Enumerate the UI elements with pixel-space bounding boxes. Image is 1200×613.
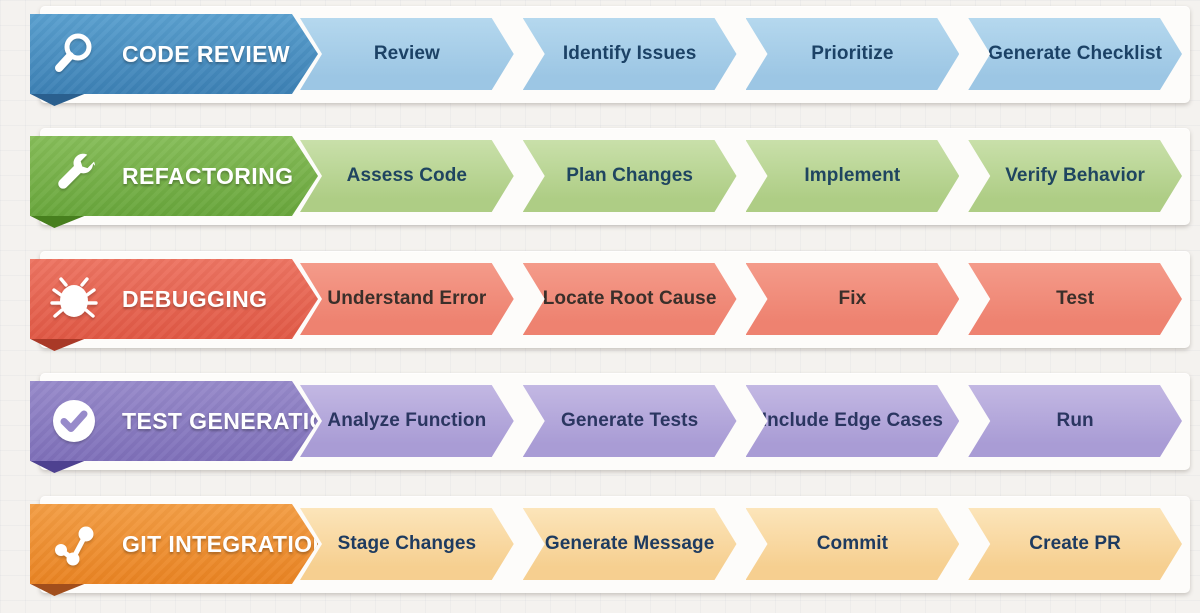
step-chevron: Review [300, 18, 514, 90]
category-label: GIT INTEGRATION [122, 530, 330, 557]
category-icon-box [50, 397, 98, 445]
step-chevron: Generate Tests [523, 385, 737, 457]
category-ribbon: DEBUGGING [30, 259, 318, 339]
magnifier-icon [50, 30, 98, 78]
step-label: Understand Error [327, 288, 487, 309]
step-label: Prioritize [811, 43, 894, 64]
step-chevron: Generate Checklist [968, 18, 1182, 90]
step-chevron: Locate Root Cause [523, 263, 737, 335]
step-chevron: Create PR [968, 508, 1182, 580]
steps-track: Review Identify Issues Prioritize Generate … [300, 18, 1182, 90]
step-chevron: Test [968, 263, 1182, 335]
step-label: Implement [804, 165, 901, 186]
step-chevron: Run [968, 385, 1182, 457]
step-label: Generate Message [544, 533, 715, 554]
category-label: REFACTORING [122, 162, 294, 189]
workflow-row-debugging: DEBUGGING Understand Error Locate Root Ca… [30, 251, 1190, 351]
step-chevron: Include Edge Cases [746, 385, 960, 457]
step-label: Create PR [1029, 533, 1121, 554]
steps-track: Analyze Function Generate Tests Include Ed… [300, 385, 1182, 457]
step-label: Identify Issues [562, 43, 697, 64]
category-ribbon: GIT INTEGRATION [30, 504, 318, 584]
step-chevron: Analyze Function [300, 385, 514, 457]
step-chevron: Implement [746, 140, 960, 212]
step-label: Plan Changes [566, 165, 694, 186]
step-label: Include Edge Cases [761, 410, 944, 431]
step-label: Verify Behavior [1005, 165, 1146, 186]
category-label: CODE REVIEW [122, 40, 290, 67]
step-label: Generate Tests [560, 410, 699, 431]
category-icon-box [50, 275, 98, 323]
category-ribbon: CODE REVIEW [30, 14, 318, 94]
category-icon-box [50, 152, 98, 200]
step-chevron: Generate Message [523, 508, 737, 580]
step-chevron: Identify Issues [523, 18, 737, 90]
category-label: DEBUGGING [122, 285, 268, 312]
workflow-row-refactoring: REFACTORING Assess Code Plan Changes Imple… [30, 128, 1190, 228]
step-label: Stage Changes [337, 533, 477, 554]
bug-icon [50, 275, 98, 323]
step-label: Review [373, 43, 440, 64]
step-label: Generate Checklist [988, 43, 1163, 64]
workflow-row-git-integration: GIT INTEGRATION Stage Changes Generate Me… [30, 496, 1190, 596]
steps-track: Assess Code Plan Changes Implement Verify B… [300, 140, 1182, 212]
category-icon-box [50, 30, 98, 78]
step-chevron: Assess Code [300, 140, 514, 212]
step-chevron: Stage Changes [300, 508, 514, 580]
steps-track: Understand Error Locate Root Cause Fix Test [300, 263, 1182, 335]
step-label: Fix [838, 288, 867, 309]
step-label: Commit [816, 533, 889, 554]
steps-track: Stage Changes Generate Message Commit Creat… [300, 508, 1182, 580]
step-label: Assess Code [346, 165, 468, 186]
check-circle-icon [50, 397, 98, 445]
category-ribbon: REFACTORING [30, 136, 318, 216]
category-icon-box [50, 520, 98, 568]
step-chevron: Understand Error [300, 263, 514, 335]
git-branch-icon [50, 520, 98, 568]
step-chevron: Verify Behavior [968, 140, 1182, 212]
step-chevron: Fix [746, 263, 960, 335]
step-label: Analyze Function [327, 410, 487, 431]
category-ribbon: TEST GENERATION [30, 381, 318, 461]
step-chevron: Plan Changes [523, 140, 737, 212]
category-label: TEST GENERATION [122, 407, 345, 434]
workflow-row-code-review: CODE REVIEW Review Identify Issues Priorit… [30, 6, 1190, 106]
step-chevron: Commit [746, 508, 960, 580]
workflow-row-test-generation: TEST GENERATION Analyze Function Generate… [30, 373, 1190, 473]
step-chevron: Prioritize [746, 18, 960, 90]
wrench-icon [50, 152, 98, 200]
step-label: Test [1056, 288, 1095, 309]
step-label: Locate Root Cause [542, 288, 717, 309]
step-label: Run [1056, 410, 1094, 431]
